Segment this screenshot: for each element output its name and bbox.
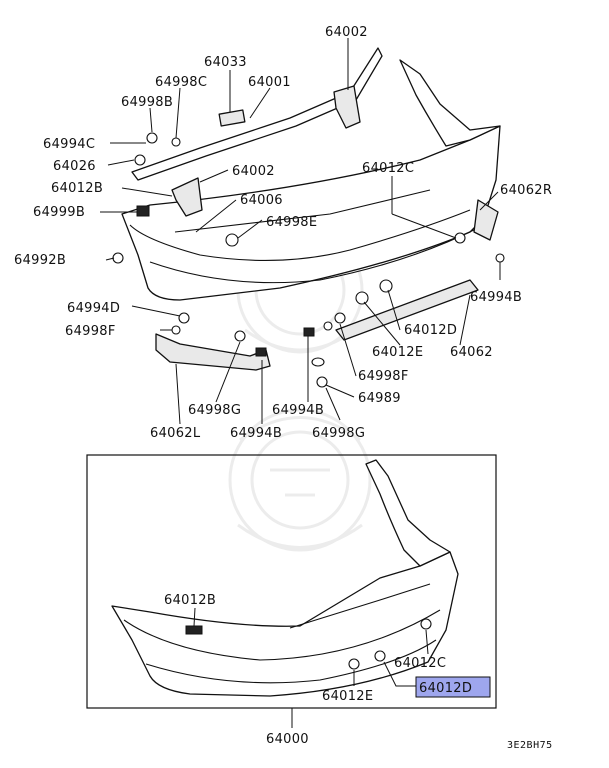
label-64994C: 64994C bbox=[43, 137, 95, 152]
label-64002-top: 64002 bbox=[325, 25, 368, 40]
label-64998G-mid: 64998G bbox=[312, 426, 365, 441]
label-64012C-top: 64012C bbox=[362, 161, 414, 176]
fasteners-exploded bbox=[112, 132, 505, 388]
label-64012C-box: 64012C bbox=[394, 656, 446, 671]
label-64012D-mid: 64012D bbox=[404, 323, 457, 338]
label-64999B: 64999B bbox=[33, 205, 85, 220]
retainer-strip-64001 bbox=[131, 47, 383, 181]
label-64012B: 64012B bbox=[51, 181, 103, 196]
label-64033: 64033 bbox=[204, 55, 247, 70]
side-strip-64062R bbox=[473, 199, 499, 241]
label-64998E: 64998E bbox=[266, 215, 317, 230]
label-64026: 64026 bbox=[53, 159, 96, 174]
label-64998F-left: 64998F bbox=[65, 324, 116, 339]
bumper-cover-exploded bbox=[121, 59, 501, 301]
side-strip-64062L bbox=[155, 333, 271, 371]
label-64992B: 64992B bbox=[14, 253, 66, 268]
label-64000: 64000 bbox=[266, 732, 309, 747]
label-64989: 64989 bbox=[358, 391, 401, 406]
label-64998G-left: 64998G bbox=[188, 403, 241, 418]
bracket-64002-upper bbox=[333, 85, 361, 129]
diagram-code: 3E2BH75 bbox=[507, 740, 553, 751]
label-64994D: 64994D bbox=[67, 301, 120, 316]
label-64994B-mid: 64994B bbox=[272, 403, 324, 418]
label-64002-mid: 64002 bbox=[232, 164, 275, 179]
label-64006: 64006 bbox=[240, 193, 283, 208]
label-64062R: 64062R bbox=[500, 183, 552, 198]
label-64001: 64001 bbox=[248, 75, 291, 90]
label-64062L: 64062L bbox=[150, 426, 201, 441]
leader-lines-assembly bbox=[193, 607, 429, 728]
label-64994B-right: 64994B bbox=[470, 290, 522, 305]
label-64998B: 64998B bbox=[121, 95, 173, 110]
label-64062: 64062 bbox=[450, 345, 493, 360]
part-labels: 64002 64033 64998C 64001 64998B 64994C 6… bbox=[14, 25, 553, 751]
highlight-64012D bbox=[415, 676, 491, 698]
leader-lines-exploded bbox=[100, 38, 501, 425]
label-64994B-left: 64994B bbox=[230, 426, 282, 441]
label-64012B-box: 64012B bbox=[164, 593, 216, 608]
label-64012E-box: 64012E bbox=[322, 689, 373, 704]
label-64998F-mid: 64998F bbox=[358, 369, 409, 384]
label-64012E-mid: 64012E bbox=[372, 345, 423, 360]
bracket-64002-lower bbox=[171, 177, 203, 217]
lower-strip-64062 bbox=[335, 279, 479, 341]
label-64012D-box: 64012D bbox=[419, 681, 472, 696]
bumper-assembly bbox=[111, 459, 459, 697]
label-64998C: 64998C bbox=[155, 75, 207, 90]
